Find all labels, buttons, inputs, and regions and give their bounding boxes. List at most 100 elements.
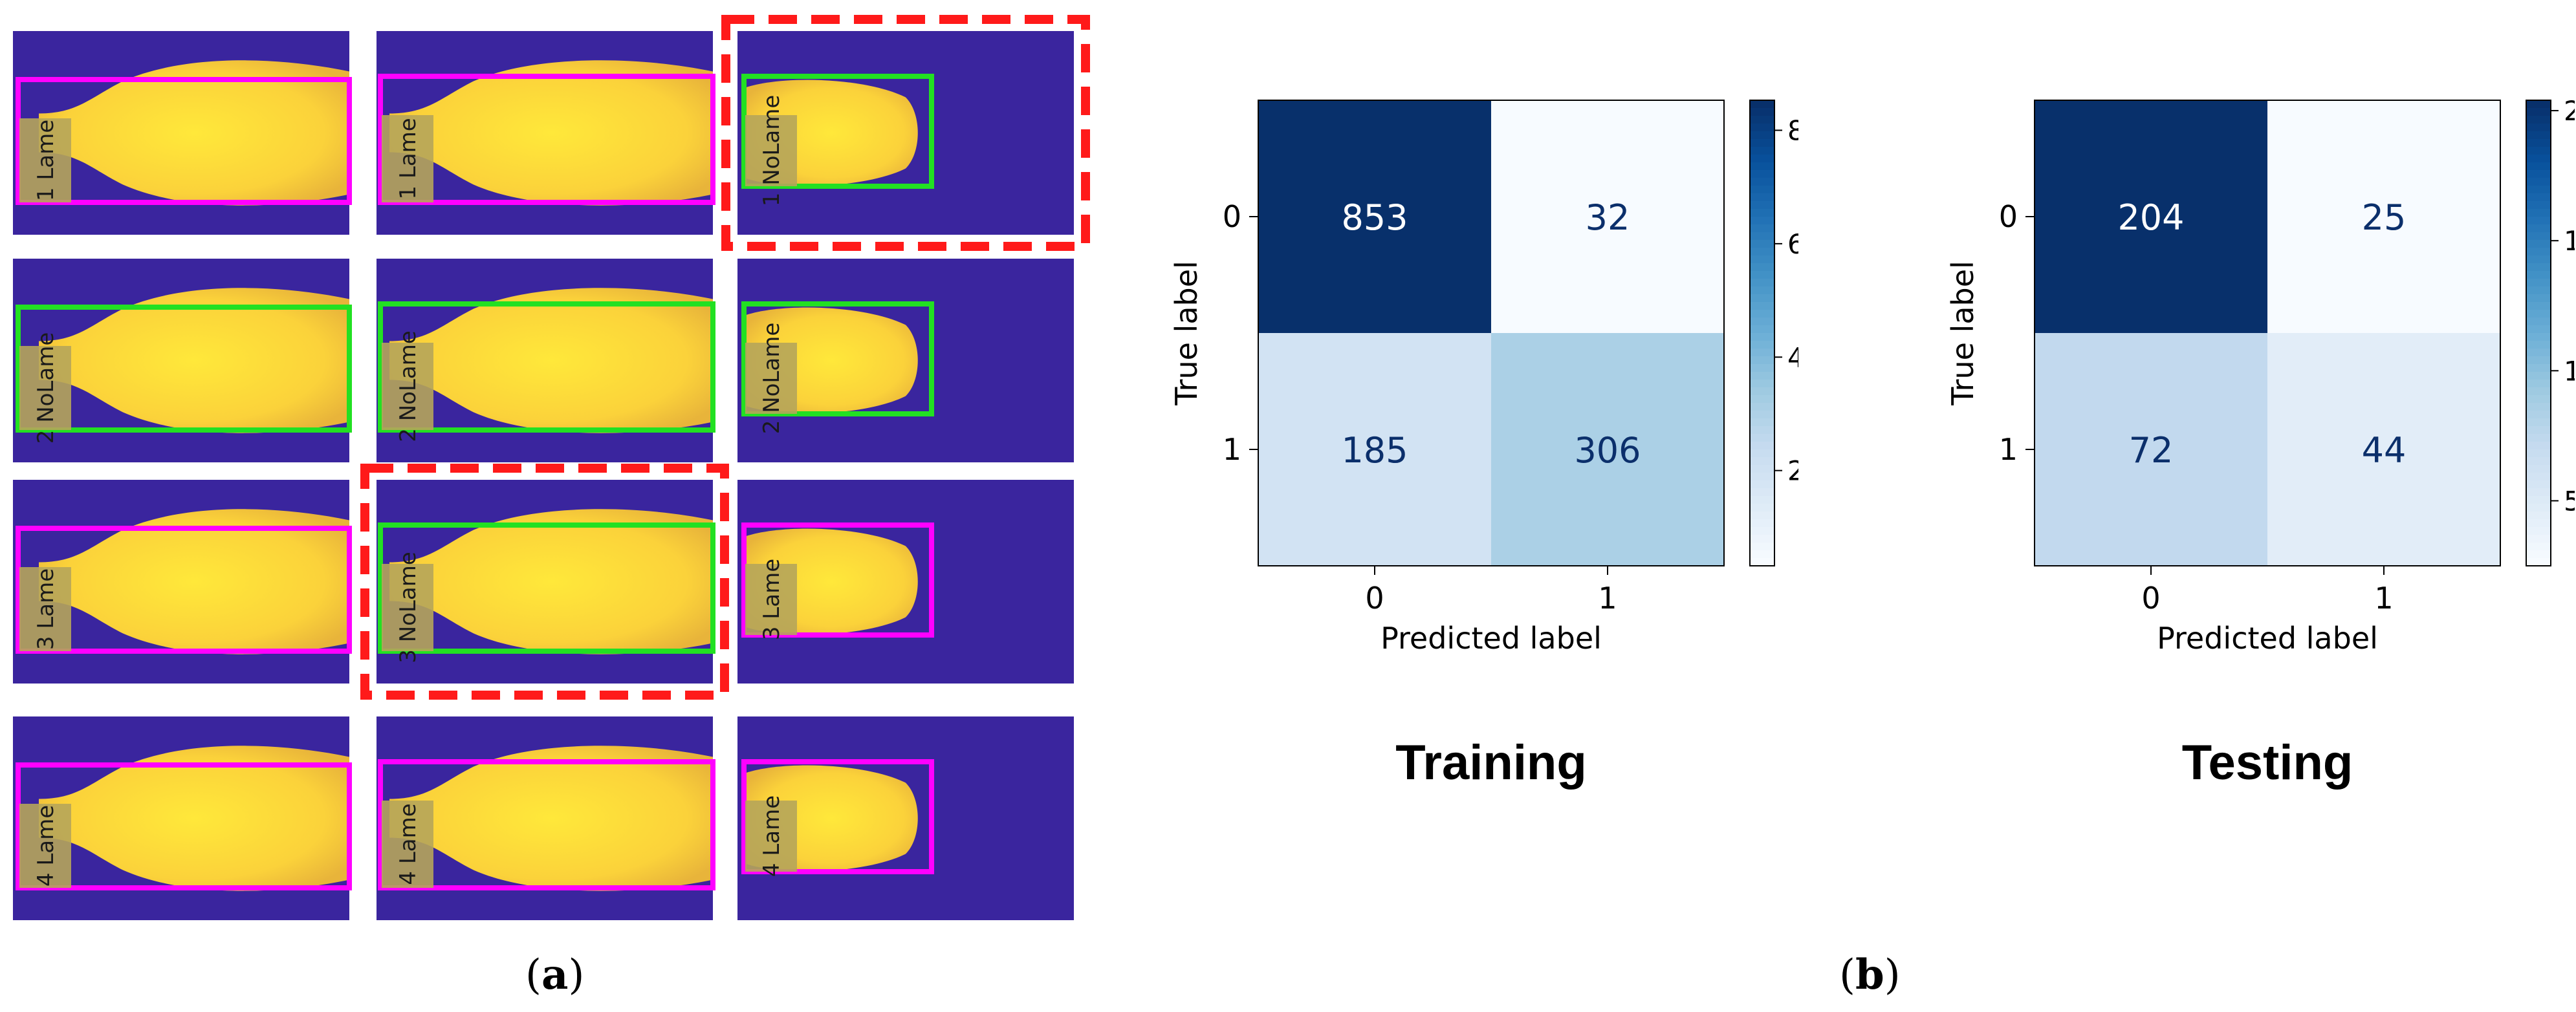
detection-box (378, 522, 715, 654)
x-axis-label: Predicted label (1381, 621, 1602, 656)
colorbar: 50 100 150 200 (2526, 95, 2575, 566)
colorbar-segment (1750, 240, 1774, 248)
colorbar-segment (1750, 193, 1774, 202)
y-tick-label: 0 (1223, 199, 1241, 234)
colorbar-segment (1750, 318, 1774, 326)
colorbar-segment (1750, 341, 1774, 349)
colorbar-segment (1750, 504, 1774, 512)
colorbar-segment (1750, 543, 1774, 551)
colorbar-segment (2526, 248, 2551, 256)
colorbar-segment (1750, 325, 1774, 334)
thermal-tile: 3 Lame (13, 480, 352, 684)
detection-box (741, 74, 934, 189)
cm-cell (2035, 100, 2267, 333)
colorbar-segment (2526, 411, 2551, 419)
colorbar-segment (1750, 279, 1774, 287)
colorbar-segment (1750, 387, 1774, 396)
colorbar: 200400600800 (1749, 100, 1798, 566)
colorbar-segment (1750, 162, 1774, 171)
label-tag (745, 343, 797, 414)
colorbar-segment (1750, 418, 1774, 427)
colorbar-tick-label: 200 (2564, 95, 2575, 127)
colorbar-segment (1750, 403, 1774, 411)
label-tag (382, 801, 433, 888)
colorbar-segment (2526, 279, 2551, 287)
thermal-tile: 1 Lame (13, 31, 352, 235)
colorbar-segment (1750, 457, 1774, 466)
thermal-tile: 2 NoLame (13, 259, 352, 462)
colorbar-segment (2526, 356, 2551, 365)
colorbar-segment (1750, 535, 1774, 543)
y-tick-label: 1 (1999, 432, 2018, 467)
colorbar-segment (2526, 333, 2551, 341)
colorbar-tick-label: 50 (2564, 485, 2575, 517)
cm-cell-value: 32 (1586, 197, 1630, 238)
cm-cell-value: 25 (2362, 197, 2407, 238)
colorbar-tick-label: 600 (1787, 228, 1798, 260)
colorbar-segment (2526, 263, 2551, 272)
cm-cell (1491, 333, 1724, 566)
colorbar-segment (2526, 364, 2551, 372)
cm-cell-value: 853 (1341, 197, 1408, 238)
colorbar-segment (1750, 511, 1774, 520)
cm-cell (1258, 333, 1491, 566)
colorbar-tick-label: 150 (2564, 225, 2575, 257)
colorbar-segment (1750, 302, 1774, 310)
colorbar-segment (2526, 372, 2551, 380)
colorbar-segment (1750, 395, 1774, 404)
colorbar-segment (2526, 480, 2551, 489)
colorbar-segment (1750, 186, 1774, 194)
colorbar-segment (2526, 124, 2551, 132)
animal-thermal-body (39, 288, 349, 433)
detection-label: 1 Lame (395, 118, 421, 199)
colorbar-segment (1750, 310, 1774, 318)
x-axis-label: Predicted label (2157, 621, 2378, 656)
colorbar-segment (1750, 496, 1774, 504)
colorbar-segment (2526, 511, 2551, 520)
thermal-tile: 2 NoLame (377, 259, 715, 462)
colorbar-segment (2526, 170, 2551, 178)
cm-cell (2267, 333, 2500, 566)
colorbar-segment (1750, 519, 1774, 528)
caption-a: (a) (525, 951, 585, 999)
detection-label: 1 NoLame (759, 95, 785, 207)
cm-cell (1491, 100, 1724, 333)
detection-label: 4 Lame (33, 805, 59, 887)
x-tick-label: 0 (2141, 581, 2160, 616)
colorbar-segment (1750, 217, 1774, 225)
thermal-tile: 4 Lame (13, 716, 352, 920)
colorbar-segment (1750, 372, 1774, 380)
colorbar-segment (2526, 209, 2551, 217)
thermal-tile: 1 NoLame (721, 15, 1090, 251)
colorbar-segment (1750, 349, 1774, 357)
animal-thermal-body (389, 60, 713, 206)
label-tag (19, 804, 71, 888)
colorbar-segment (1750, 178, 1774, 186)
colorbar-tick-label: 400 (1787, 341, 1798, 373)
detection-label: 3 NoLame (395, 552, 421, 663)
colorbar-segment (2526, 186, 2551, 194)
detection-box (16, 762, 352, 890)
colorbar-segment (2526, 519, 2551, 528)
colorbar-segment (2526, 217, 2551, 225)
colorbar-segment (2526, 294, 2551, 303)
x-tick-label: 1 (2374, 581, 2393, 616)
cm-frame (2034, 100, 2501, 566)
colorbar-segment (2526, 473, 2551, 481)
colorbar-segment (2526, 100, 2551, 109)
thermal-tile: 1 Lame (377, 31, 715, 235)
cm-frame (1258, 100, 1725, 566)
colorbar-segment (2526, 418, 2551, 427)
label-tag (382, 115, 433, 202)
animal-thermal-body (389, 288, 713, 433)
colorbar-segment (1750, 426, 1774, 435)
x-tick-label: 0 (1365, 581, 1384, 616)
colorbar-segment (2526, 240, 2551, 248)
colorbar-segment (1750, 271, 1774, 279)
colorbar-tick-label: 100 (2564, 355, 2575, 387)
colorbar-segment (2526, 271, 2551, 279)
colorbar-segment (2526, 302, 2551, 310)
thermal-tile: 3 NoLame (360, 464, 729, 700)
colorbar-segment (2526, 286, 2551, 295)
